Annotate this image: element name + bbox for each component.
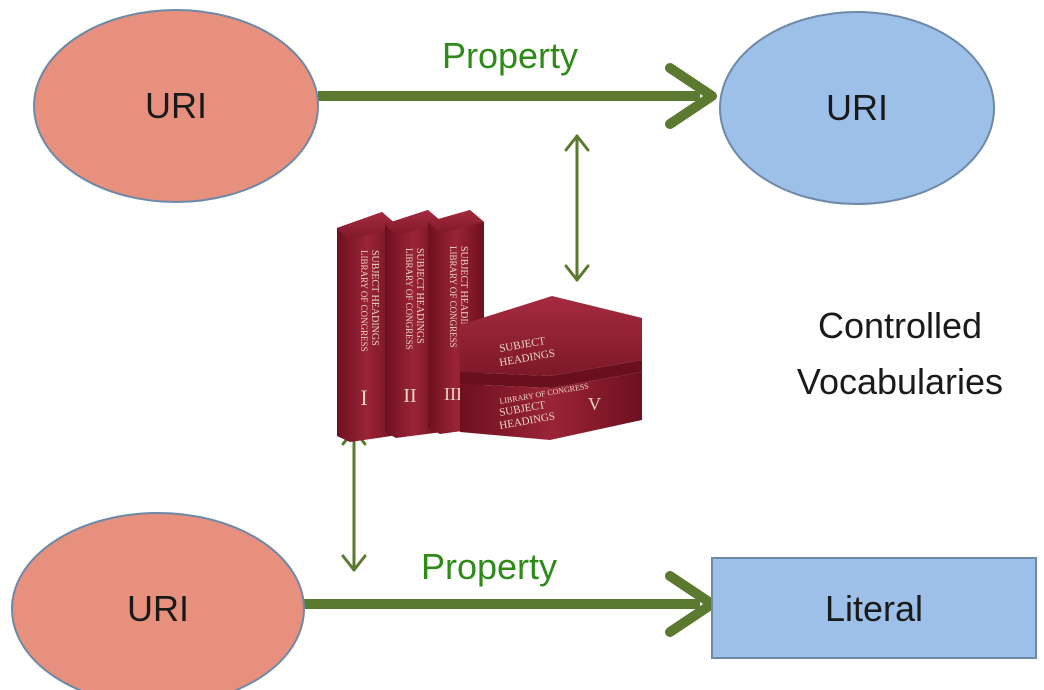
vocab-caption-line1: Controlled: [817, 305, 983, 346]
svg-text:II: II: [403, 385, 416, 407]
svg-text:III: III: [444, 384, 462, 404]
node-literal-label: Literal: [824, 588, 924, 629]
node-uri-top-left: [33, 9, 319, 203]
svg-text:SUBJECT HEADINGS: SUBJECT HEADINGS: [414, 248, 425, 344]
vocabulary-books-image: LIBRARY OF CONGRESS SUBJECT HEADINGS I L…: [337, 210, 642, 442]
edge-bottom-label: Property: [420, 546, 558, 587]
svg-text:I: I: [360, 385, 367, 410]
node-uri-top-right: [719, 11, 995, 205]
svg-text:SUBJECT HEADINGS: SUBJECT HEADINGS: [458, 246, 469, 342]
node-top-left-label: URI: [145, 85, 207, 126]
node-bottom-left-label: URI: [127, 588, 189, 629]
edge-top-arrow: [318, 63, 717, 129]
svg-text:V: V: [588, 394, 601, 414]
book-standing-1: LIBRARY OF CONGRESS SUBJECT HEADINGS I: [337, 212, 398, 442]
node-literal: [711, 557, 1037, 659]
svg-text:LIBRARY OF CONGRESS: LIBRARY OF CONGRESS: [448, 246, 458, 348]
svg-text:SUBJECT HEADINGS: SUBJECT HEADINGS: [369, 250, 380, 346]
book-standing-2: LIBRARY OF CONGRESS SUBJECT HEADINGS II: [385, 210, 442, 438]
edge-top-label: Property: [441, 35, 579, 76]
double-arrow-left: [341, 428, 367, 572]
book-lying-top: SUBJECT HEADINGS: [460, 296, 642, 388]
double-arrow-right: [564, 134, 590, 282]
svg-text:LIBRARY OF CONGRESS: LIBRARY OF CONGRESS: [359, 250, 369, 352]
vocab-caption-line2: Vocabularies: [796, 361, 1004, 402]
node-uri-bottom-left: [11, 512, 305, 690]
svg-text:LIBRARY OF CONGRESS: LIBRARY OF CONGRESS: [404, 248, 414, 350]
node-top-right-label: URI: [826, 87, 888, 128]
